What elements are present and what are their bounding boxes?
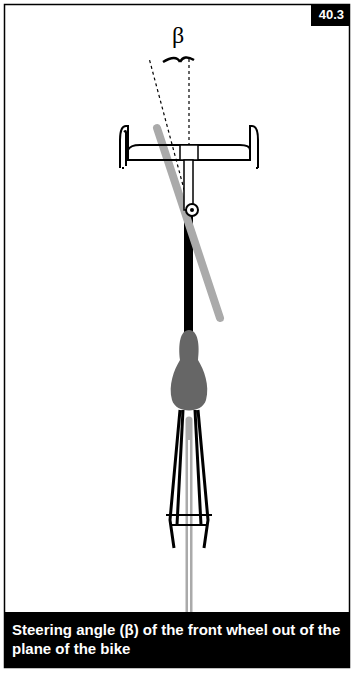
- caption-band: Steering angle (β) of the front wheel ou…: [4, 612, 350, 668]
- figure-number: 40.3: [311, 4, 350, 26]
- angle-label: β: [172, 22, 184, 48]
